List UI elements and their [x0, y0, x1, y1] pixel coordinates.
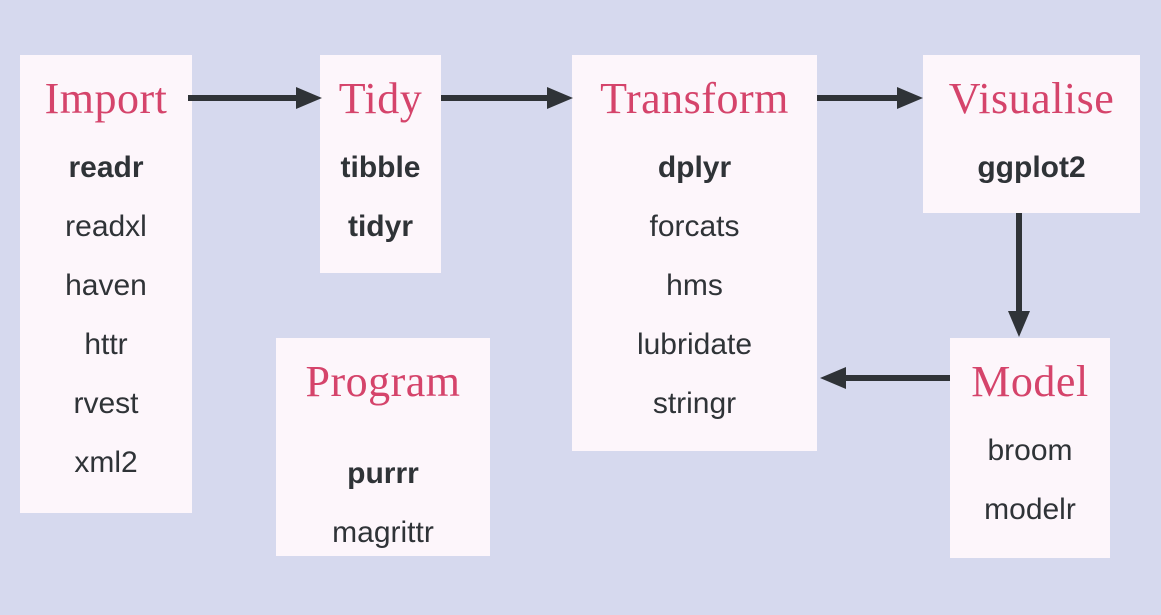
package-list-tidy: tibble tidyr	[320, 153, 441, 242]
stage-box-visualise[interactable]: Visualise ggplot2	[923, 55, 1140, 213]
package-list-transform: dplyr forcats hms lubridate stringr	[572, 153, 817, 419]
package-item: readxl	[65, 210, 147, 243]
stage-box-tidy[interactable]: Tidy tibble tidyr	[320, 55, 441, 273]
package-item: rvest	[73, 387, 139, 420]
stage-box-transform[interactable]: Transform dplyr forcats hms lubridate st…	[572, 55, 817, 451]
stage-title-transform: Transform	[600, 74, 789, 123]
arrow-down-icon-visualise-to-model	[1005, 213, 1033, 339]
arrow-right-icon-tidy-to-transform	[441, 84, 575, 112]
stage-title-program: Program	[305, 357, 461, 406]
package-list-import: readr readxl haven httr rvest xml2	[20, 153, 192, 478]
package-item: xml2	[74, 446, 138, 479]
package-item: lubridate	[636, 328, 753, 361]
package-item: readr	[68, 151, 144, 184]
stage-title-import: Import	[44, 74, 168, 123]
stage-box-program[interactable]: Program purrr magrittr	[276, 338, 490, 556]
stage-title-tidy: Tidy	[338, 74, 423, 123]
stage-box-import[interactable]: Import readr readxl haven httr rvest xml…	[20, 55, 192, 513]
stage-box-model[interactable]: Model broom modelr	[950, 338, 1110, 558]
package-item: dplyr	[657, 151, 732, 184]
package-item: modelr	[984, 493, 1076, 526]
package-item: forcats	[649, 210, 740, 243]
arrow-right-icon-import-to-tidy	[188, 84, 324, 112]
package-item: haven	[65, 269, 147, 302]
package-item: broom	[987, 434, 1073, 467]
stage-title-visualise: Visualise	[948, 74, 1115, 123]
package-item: tibble	[340, 151, 421, 184]
package-list-model: broom modelr	[950, 436, 1110, 525]
package-item: ggplot2	[977, 151, 1086, 184]
package-item: hms	[666, 269, 723, 302]
arrow-right-icon-transform-to-visualise	[817, 84, 925, 112]
package-item: httr	[84, 328, 128, 361]
package-item: stringr	[652, 387, 737, 420]
arrow-left-icon-model-to-transform	[818, 364, 952, 392]
package-item: purrr	[347, 457, 419, 490]
package-list-visualise: ggplot2	[923, 153, 1140, 183]
package-list-program: purrr magrittr	[276, 459, 490, 548]
stage-title-model: Model	[971, 357, 1089, 406]
package-item: tidyr	[347, 210, 413, 243]
package-item: magrittr	[332, 516, 434, 549]
